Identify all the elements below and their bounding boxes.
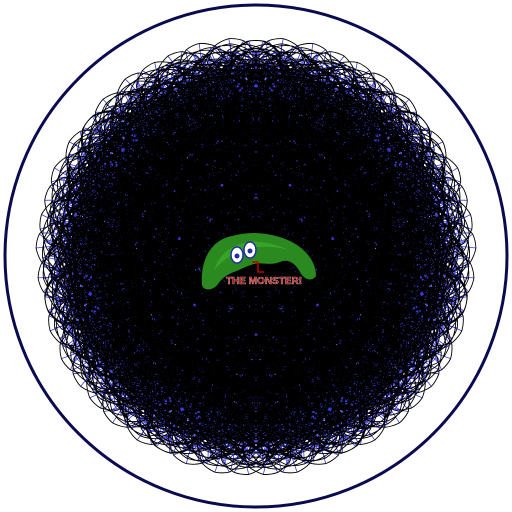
monster-label: THE MONSTER! bbox=[226, 276, 302, 287]
monster-sprite[interactable]: THE MONSTER! bbox=[201, 233, 316, 290]
tiling-cell-edges[interactable] bbox=[35, 38, 477, 475]
monster-left-pupil bbox=[234, 253, 240, 259]
poincare-disk-boundary bbox=[3, 3, 509, 509]
monster-mouth bbox=[252, 261, 264, 273]
monster-body bbox=[201, 233, 316, 290]
monster-right-pupil bbox=[247, 248, 253, 254]
hyperbolic-tiling[interactable] bbox=[35, 38, 477, 475]
